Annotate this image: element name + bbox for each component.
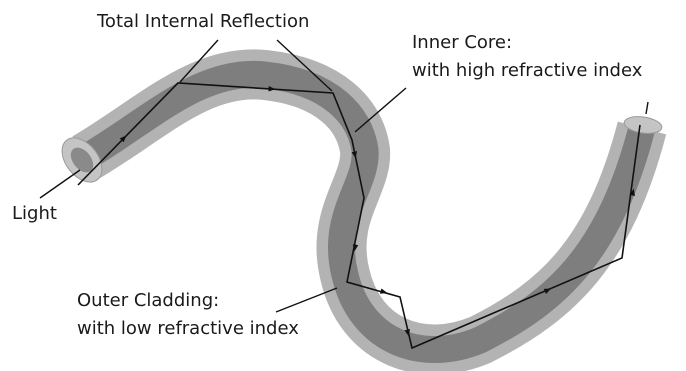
inner-core-label: Inner Core: [412, 32, 512, 53]
fiber-exit-end-cladding [623, 116, 663, 134]
cladding-leader [275, 287, 338, 313]
reflection-leader-left [179, 39, 219, 83]
light-leader [39, 169, 81, 199]
fiber-entry-end-core [70, 147, 94, 173]
outer-cladding-sublabel: with low refractive index [77, 318, 299, 339]
inner-core-sublabel: with high refractive index [412, 60, 643, 81]
light-ray-path [77, 82, 641, 350]
inner-core [78, 60, 656, 364]
optical-fiber [61, 49, 667, 371]
total-internal-reflection-label: Total Internal Reflection [96, 11, 309, 32]
light-label: Light [12, 203, 57, 224]
core-leader [354, 87, 407, 133]
leader-lines [39, 39, 649, 313]
outer-cladding-label: Outer Cladding: [77, 290, 219, 311]
reflection-leader-right [276, 39, 333, 92]
light-ray [77, 82, 641, 350]
exit-leader [645, 101, 649, 115]
